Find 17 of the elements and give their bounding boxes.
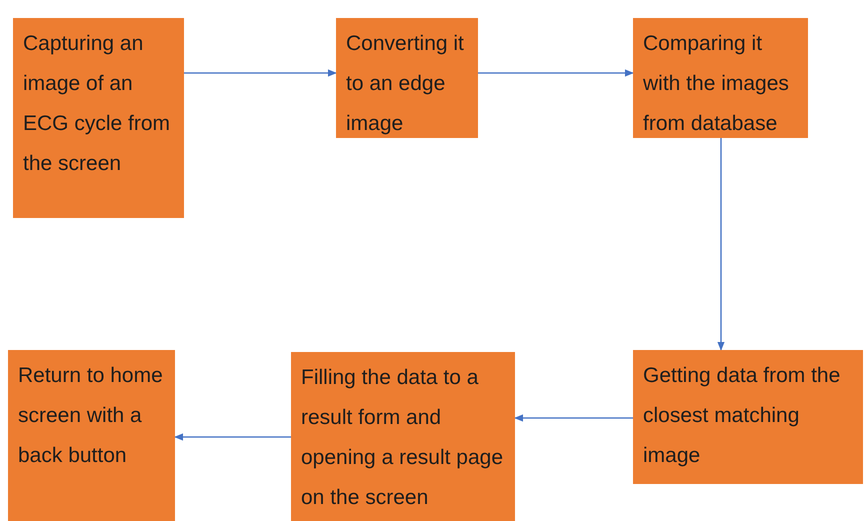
process-box [291,352,515,521]
arrow [717,138,725,351]
arrow [184,69,337,77]
box-text: Return to home screen with a back button [18,363,164,469]
box-text: Comparing it with the images from database [643,31,790,137]
process-box [633,18,808,138]
arrow [174,433,291,441]
process-box [13,18,184,218]
process-box [8,350,175,521]
process-box [336,18,478,138]
process-box [633,350,863,484]
box-text: Filling the data to a result form and opening a result page on the screen [301,365,504,511]
box-text: Getting data from the closest matching image [643,363,842,469]
arrow [514,414,633,422]
box-text: Converting it to an edge image [346,31,465,137]
box-text: Capturing an image of an ECG cycle from the screen [23,31,172,177]
arrow [478,69,634,77]
